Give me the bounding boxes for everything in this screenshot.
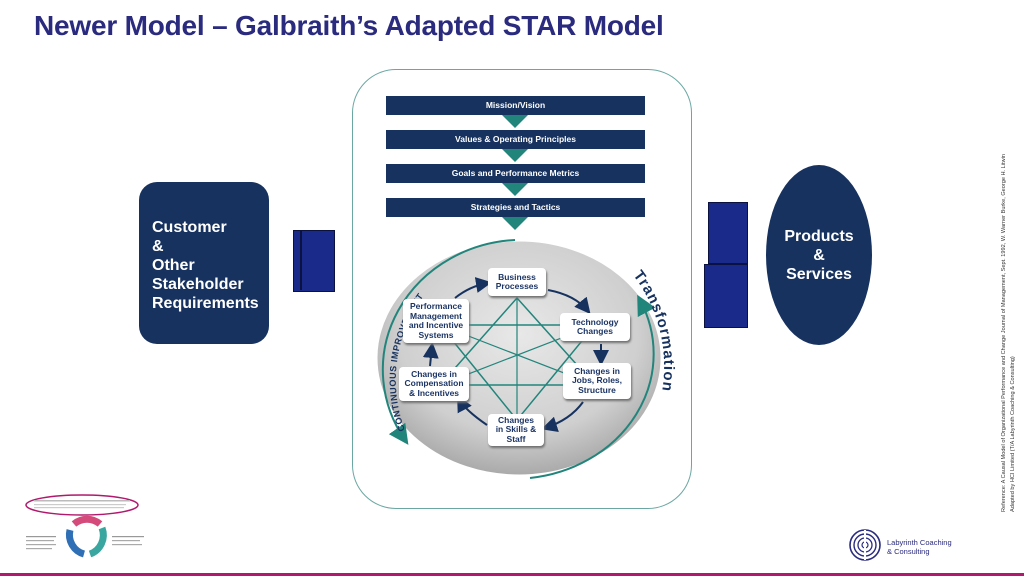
node-line: Management	[410, 310, 462, 321]
values-band: Values & Operating Principles	[386, 130, 645, 149]
down-arrow-icon	[502, 217, 528, 230]
bottom-accent-line	[0, 573, 1024, 576]
node-line: Performance	[410, 301, 462, 311]
strategies-band: Strategies and Tactics	[386, 198, 645, 217]
ampersand-line-right: &	[813, 247, 825, 264]
node-line: Changes in	[574, 365, 620, 376]
down-arrow-icon	[502, 149, 528, 162]
stakeholder-line: Stakeholder	[152, 276, 244, 293]
labyrinth-logo-icon	[849, 529, 881, 561]
ampersand-line: &	[152, 238, 164, 255]
node-line: Staff	[506, 433, 526, 444]
customer-line: Customer	[152, 219, 227, 236]
node-line: in Skills &	[495, 424, 537, 435]
services-line: Services	[786, 266, 852, 283]
logo-text: Labyrinth Coaching & Consulting	[887, 538, 952, 556]
node-line: Technology	[571, 316, 619, 327]
requirements-line: Requirements	[152, 295, 259, 312]
node-line: Structure	[578, 384, 616, 395]
reference-note: Reference: A Causal Model of Organizatio…	[1000, 154, 1018, 512]
reference-line: Reference: A Causal Model of Organizatio…	[1001, 154, 1007, 512]
node-line: Changes in	[411, 368, 457, 379]
page-title: Newer Model – Galbraith’s Adapted STAR M…	[34, 10, 664, 41]
node-line: & Incentives	[408, 387, 460, 398]
down-arrow-icon	[502, 115, 528, 128]
logo-line: & Consulting	[887, 547, 930, 556]
down-arrow-icon	[502, 183, 528, 196]
right-connector-block-top	[708, 202, 748, 264]
node-line: Processes	[495, 281, 539, 291]
node-line: Business	[498, 271, 536, 282]
node-line: Changes	[577, 326, 613, 336]
products-services-oval: Products & Services	[766, 165, 872, 345]
node-line: Jobs, Roles,	[571, 375, 623, 386]
right-connector-block-bottom	[704, 264, 748, 328]
left-connector-divider	[300, 230, 302, 290]
node-line: Changes	[498, 414, 534, 425]
adaptation-line: Adapted by HCI Limited (T/A Labyrinth Co…	[1010, 356, 1016, 512]
node-line: Systems	[418, 329, 454, 340]
node-line: and Incentive	[408, 320, 464, 330]
logo-line: Labyrinth Coaching	[887, 538, 952, 547]
other-line: Other	[152, 257, 195, 274]
customer-requirements-box: Customer & Other Stakeholder Requirement…	[139, 182, 269, 344]
products-line: Products	[784, 228, 854, 245]
goals-band: Goals and Performance Metrics	[386, 164, 645, 183]
mission-vision-band: Mission/Vision	[386, 96, 645, 115]
previous-model-thumbnail	[25, 494, 144, 558]
node-line: Compensation	[404, 378, 464, 389]
